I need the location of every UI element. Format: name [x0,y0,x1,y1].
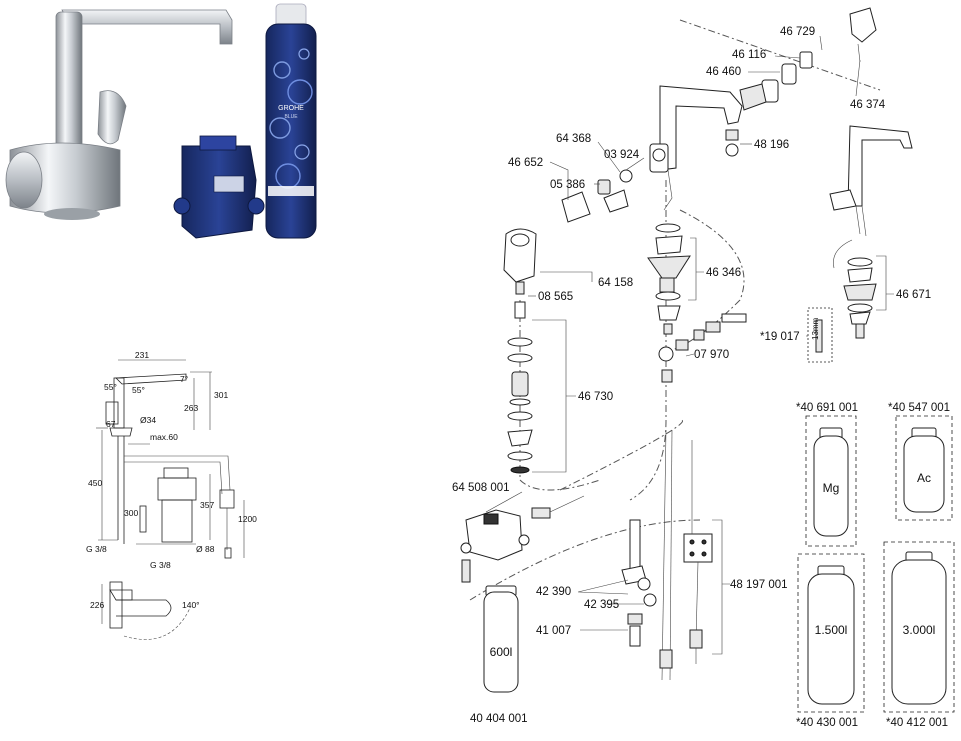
dim-swivel-label: 140° [182,600,200,610]
dim-filter-height-label: 357 [200,500,214,510]
part-label-64158: 64 158 [598,277,633,289]
dim-spout-height-label: 263 [184,403,198,413]
part-label-46729: 46 729 [780,26,815,38]
leader-lines [485,35,894,655]
dim-height-label: 301 [214,390,228,400]
secondary-faucet-drawing [807,125,913,363]
part-label-03924: 03 924 [604,149,640,161]
part-label-41007: 41 007 [536,625,571,637]
part-label-48196: 48 196 [754,139,789,151]
part-label-46671: 46 671 [896,289,931,301]
dim-reach-label: 226 [90,600,104,610]
filter-head-photo [173,135,265,239]
dim-max-label: max.60 [150,432,178,442]
dim-width-label: 231 [135,350,149,360]
dim-cable-label: 1200 [238,514,257,524]
clip-size-text: 13mm [811,317,820,340]
part-label-07970: 07 970 [694,349,729,361]
part-label-05386: 05 386 [550,179,585,191]
part-label-40547001: *40 547 001 [888,402,950,414]
part-label-08565: 08 565 [538,291,573,303]
dim-thread-right-label: G 3/8 [150,560,171,570]
part-label-46652: 46 652 [508,157,543,169]
part-label-19017: *19 017 [760,331,800,343]
part-label-40404001: 40 404 001 [470,713,528,725]
part-label-46374: 46 374 [850,99,886,111]
dim-angle-mid-label: 55° [132,385,145,395]
part-label-40412001: *40 412 001 [886,717,948,729]
part-label-40691001: *40 691 001 [796,402,858,414]
part-label-64508001: 64 508 001 [452,482,510,494]
dim-hose-label: 300 [124,508,138,518]
main-faucet-drawing [460,7,881,693]
cartridge-label-ac: Ac [917,471,931,485]
part-label-46730: 46 730 [578,391,613,403]
dim-shank-label: 450 [88,478,102,488]
part-label-42390: 42 390 [536,586,571,598]
dim-angle-right-label: 7° [180,374,188,384]
dimension-drawing [96,359,245,640]
filter-cartridge-photo: GROHE BLUE [265,3,317,239]
replacement-cartridges [797,415,955,713]
part-label-48197001: 48 197 001 [730,579,788,591]
cartridge-label-3000l: 3.000l [903,623,936,637]
cartridge-label-1500l: 1.500l [815,623,848,637]
dim-thread-left-label: G 3/8 [86,544,107,554]
part-label-46346: 46 346 [706,267,741,279]
dim-base-label: 67 [106,419,116,429]
faucet-photo [5,9,233,220]
cartridge-label-mg: Mg [823,481,840,495]
part-label-42395: 42 395 [584,599,619,611]
dim-angle-left-label: 55° [104,382,117,392]
cartridge-label-600l: 600l [490,645,513,659]
part-label-46460: 46 460 [706,66,741,78]
part-label-64368: 64 368 [556,133,591,145]
dim-diameter-label: Ø34 [140,415,156,425]
brand-logo-text: GROHE [278,105,304,112]
part-label-46116: 46 116 [732,49,766,61]
brand-sub-text: BLUE [284,114,298,120]
part-label-40430001: *40 430 001 [796,717,858,729]
dim-filter-diameter-label: Ø 88 [196,544,215,554]
